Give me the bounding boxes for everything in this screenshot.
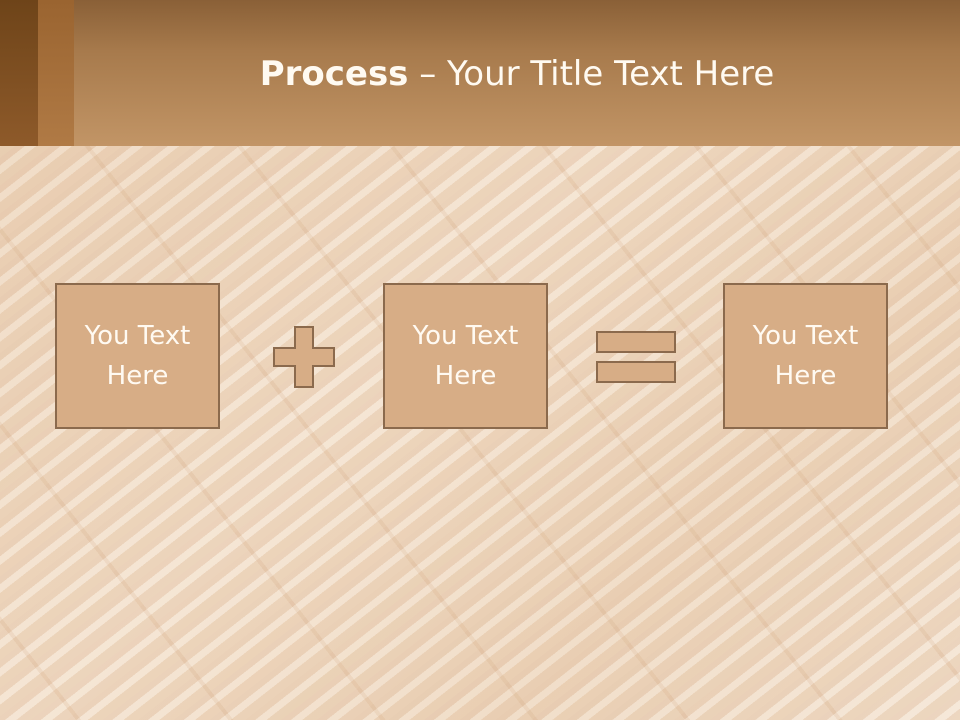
title-bold: Process [259,54,409,94]
accent-stripe-dark [0,0,38,146]
process-box-3-text: You Text Here [752,321,859,391]
process-box-1[interactable]: You Text Here [55,283,220,429]
process-box-3[interactable]: You Text Here [723,283,888,429]
equals-icon [596,331,676,383]
accent-stripe-light [38,0,74,146]
slide-title[interactable]: Process – Your Title Text Here [74,52,960,96]
process-box-2-text: You Text Here [412,321,519,391]
process-box-1-text: You Text Here [84,321,191,391]
title-rest: – Your Title Text Here [408,54,775,94]
plus-icon [273,326,335,388]
background-veil [0,146,960,720]
title-bar: Process – Your Title Text Here [0,0,960,146]
coin-background-image [0,146,960,720]
process-box-2[interactable]: You Text Here [383,283,548,429]
